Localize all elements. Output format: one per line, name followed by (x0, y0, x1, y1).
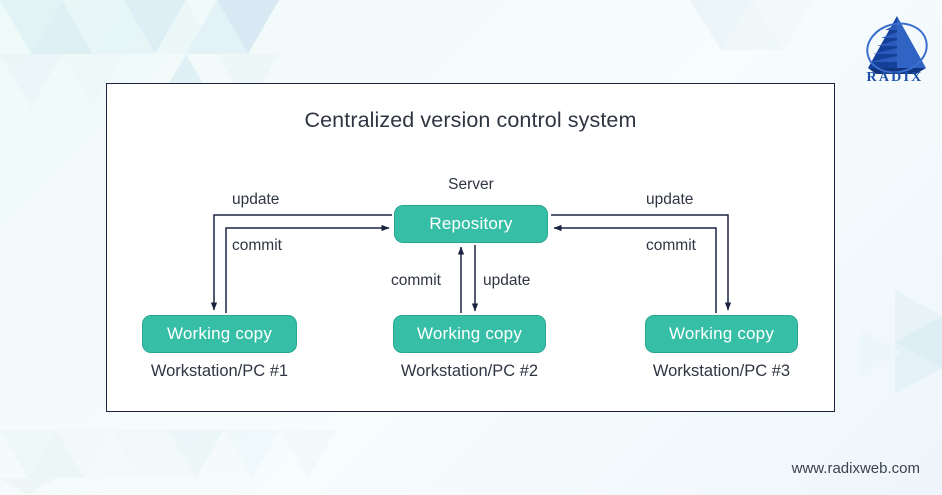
node-repository[interactable]: Repository (394, 205, 548, 243)
arrow-label-commit-middle: commit (391, 272, 441, 289)
workstation-caption-2: Workstation/PC #2 (400, 362, 539, 380)
diagram-title: Centralized version control system (304, 108, 637, 132)
arrow-label-update-left: update (232, 191, 280, 208)
radix-logo-icon (866, 16, 928, 74)
arrow-label-commit-left: commit (232, 237, 282, 254)
node-working-copy-3[interactable]: Working copy (645, 315, 798, 353)
arrow-label-update-right: update (646, 191, 694, 208)
node-working-copy-2[interactable]: Working copy (393, 315, 546, 353)
arrow-label-update-middle: update (483, 272, 531, 289)
workstation-caption-1: Workstation/PC #1 (150, 362, 289, 380)
radix-wordmark: RADIX (866, 70, 924, 85)
node-working-copy-1[interactable]: Working copy (142, 315, 297, 353)
footer-url: www.radixweb.com (791, 460, 920, 477)
workstation-caption-3: Workstation/PC #3 (652, 362, 791, 380)
server-label: Server (448, 176, 494, 193)
arrow-label-commit-right: commit (646, 237, 696, 254)
